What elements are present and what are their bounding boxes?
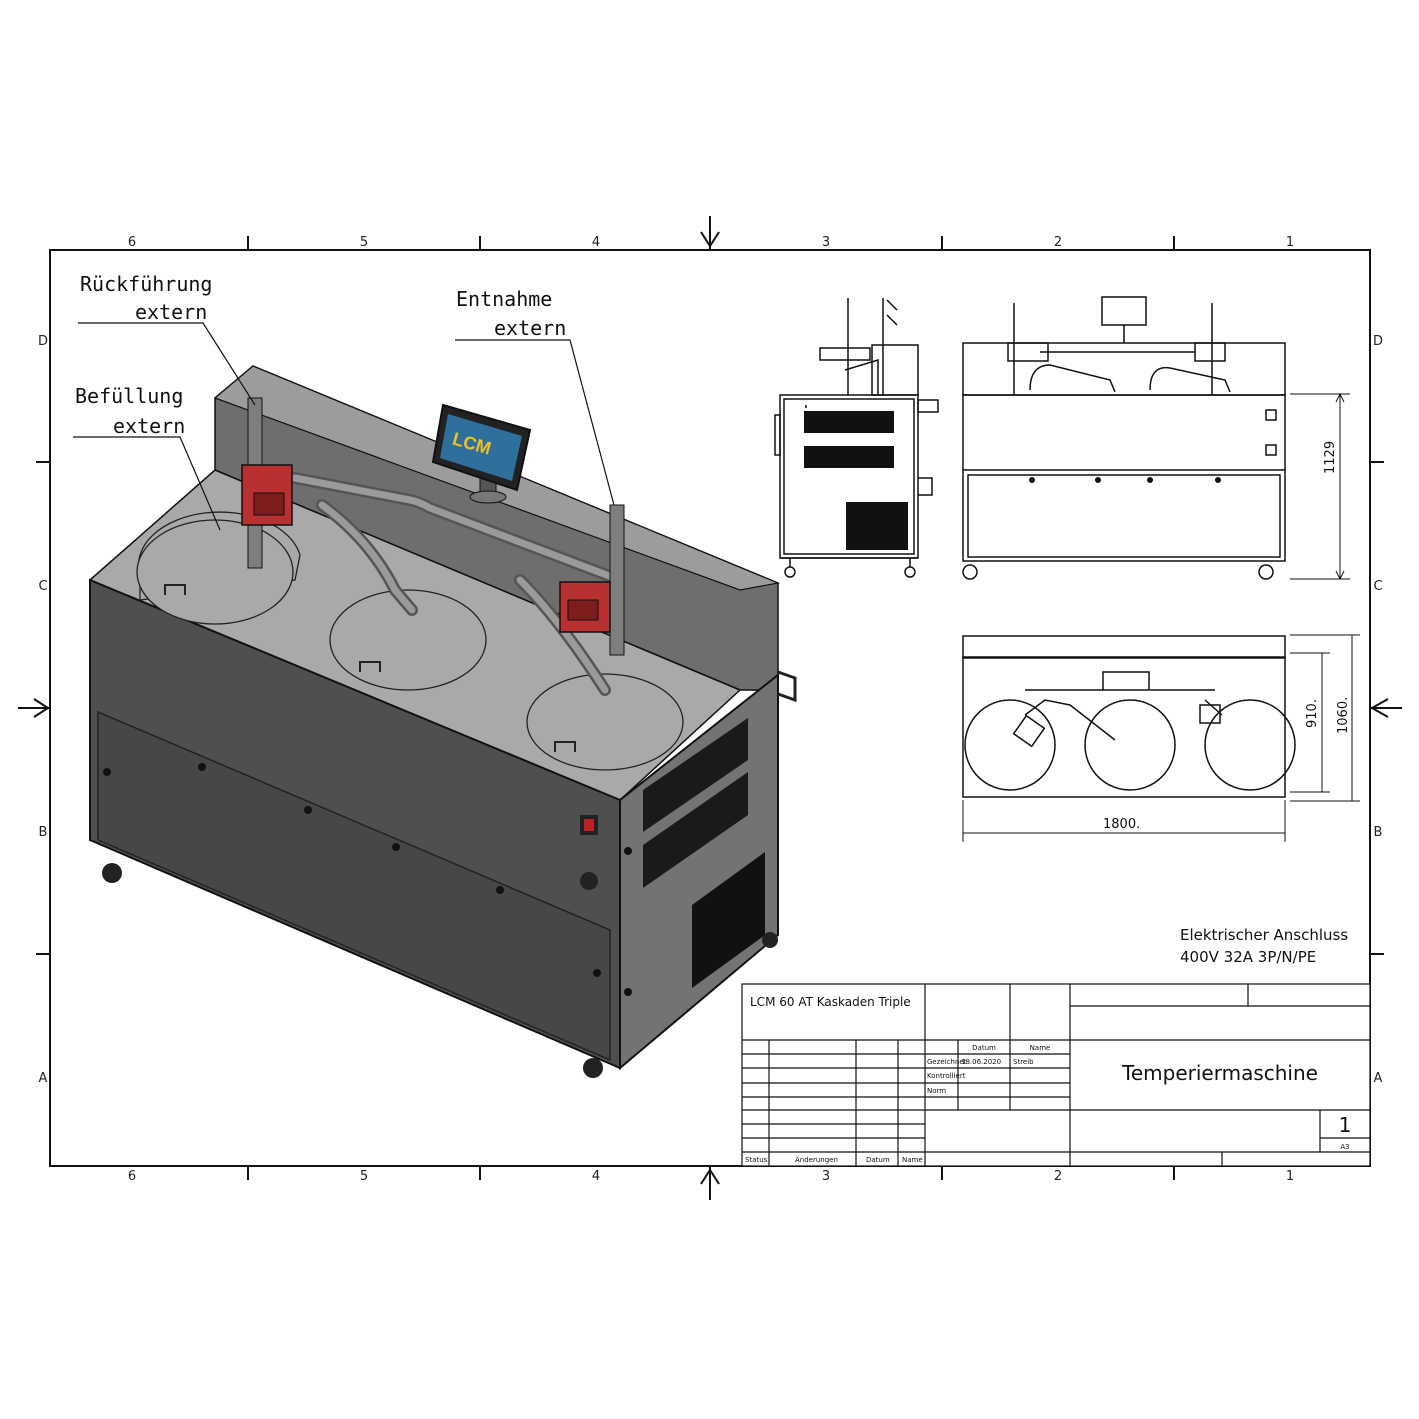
tb-date: 18.06.2020: [961, 1058, 1001, 1066]
zone-bottom-5: 5: [360, 1169, 368, 1184]
label-entnahme-extern: extern: [494, 316, 566, 340]
zone-bottom-4: 4: [592, 1169, 600, 1184]
side-vent-1: [804, 411, 894, 433]
zone-right-A: A: [1374, 1071, 1383, 1086]
zone-bottom-1: 1: [1286, 1169, 1294, 1184]
electrical-line-2: 400V 32A 3P/N/PE: [1180, 948, 1316, 966]
zone-top-1: 1: [1286, 235, 1294, 250]
pump-left: [241, 464, 293, 526]
zone-left-A: A: [39, 1071, 48, 1086]
zone-top-4: 4: [592, 235, 600, 250]
zone-top-5: 5: [360, 235, 368, 250]
zone-bottom-3: 3: [822, 1169, 830, 1184]
zone-left-D: D: [38, 334, 48, 349]
tb-foot-name: Name: [902, 1156, 923, 1164]
electrical-line-1: Elektrischer Anschluss: [1180, 926, 1348, 944]
zone-right-C: C: [1373, 579, 1382, 594]
zone-top-2: 2: [1054, 235, 1062, 250]
dim-height-label: 1129: [1323, 441, 1338, 474]
control-display: LCM: [431, 403, 532, 504]
zone-top-3: 3: [822, 235, 830, 250]
zone-bottom-2: 2: [1054, 1169, 1062, 1184]
side-vent-2: [804, 446, 894, 468]
front-view-bolts: [1029, 477, 1221, 483]
dimension-depth: [962, 634, 1360, 842]
zone-right-B: B: [1374, 825, 1383, 840]
zone-left-B: B: [39, 825, 48, 840]
tb-foot-datum: Datum: [866, 1156, 890, 1164]
tb-col-datum: Datum: [972, 1044, 996, 1052]
label-entnahme: Entnahme: [456, 287, 552, 311]
machine-side: [619, 672, 779, 1071]
isometric-view: LCM: [88, 365, 797, 1078]
top-view: [962, 635, 1296, 798]
dim-width-label: 1800.: [1103, 817, 1140, 832]
center-marks: [18, 216, 1402, 1200]
front-view: [962, 296, 1286, 580]
tb-foot-status: Status: [745, 1156, 768, 1164]
zone-left-C: C: [38, 579, 47, 594]
tb-row-gezeichnet: Gezeichnet: [927, 1058, 967, 1066]
dim-depth-inner-label: 910.: [1305, 699, 1320, 728]
tb-row-norm: Norm: [927, 1087, 946, 1095]
tb-foot-aenderungen: Änderungen: [795, 1155, 838, 1164]
leader-lines: [73, 322, 615, 531]
side-vent-3: [846, 502, 908, 550]
tb-sheet-number: 1: [1339, 1113, 1352, 1137]
tb-title: Temperiermaschine: [1121, 1061, 1318, 1085]
zone-right-D: D: [1373, 334, 1383, 349]
zone-ticks: [36, 236, 1384, 1180]
tb-name: Streib: [1013, 1058, 1034, 1066]
label-rueckfuehrung-extern: extern: [135, 300, 207, 324]
tb-product: LCM 60 AT Kaskaden Triple: [750, 995, 911, 1009]
label-rueckfuehrung: Rückführung: [80, 272, 212, 296]
title-block: [741, 983, 1371, 1167]
dimension-height: [1290, 392, 1350, 581]
dim-depth-outer-label: 1060.: [1336, 697, 1351, 734]
zone-bottom-6: 6: [128, 1169, 136, 1184]
pump-right: [559, 581, 611, 633]
side-view: [774, 298, 939, 578]
label-befuellung-extern: extern: [113, 414, 185, 438]
tb-col-name: Name: [1030, 1044, 1051, 1052]
tb-row-kontrolliert: Kontrolliert: [927, 1072, 966, 1080]
zone-top-6: 6: [128, 235, 136, 250]
label-befuellung: Befüllung: [75, 384, 183, 408]
tb-format: A3: [1340, 1143, 1349, 1151]
